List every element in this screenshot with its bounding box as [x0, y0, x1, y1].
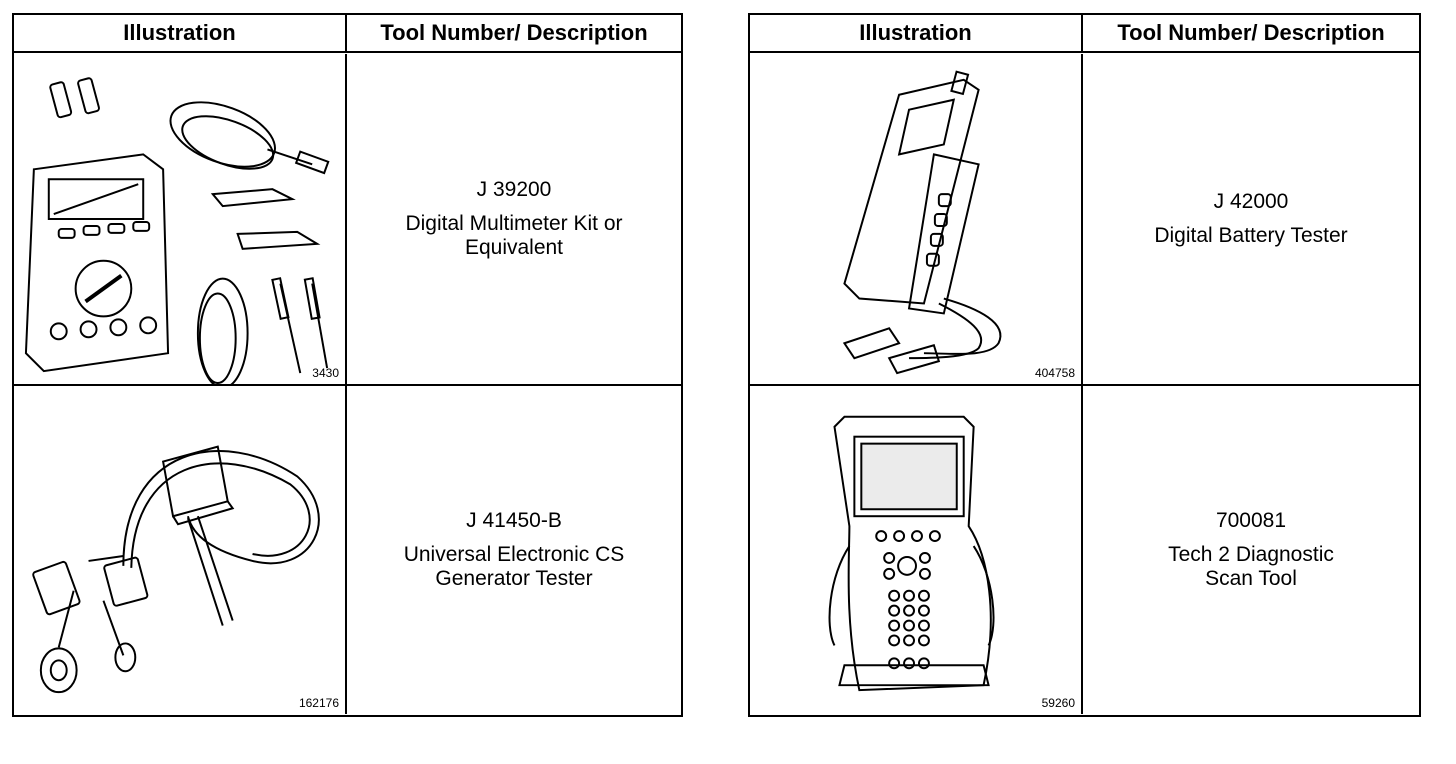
tool-description-line-1: Digital Battery Tester	[1154, 223, 1348, 247]
table-row: 162176 J 41450-B Universal Electronic CS…	[14, 386, 681, 714]
tool-description-line-1: Digital Multimeter Kit or	[405, 211, 623, 235]
battery-tester-illustration	[842, 69, 1002, 374]
description-cell: J 41450-B Universal Electronic CS Genera…	[347, 386, 681, 714]
header-description: Tool Number/ Description	[1117, 20, 1385, 45]
illustration-cell: 3430	[14, 53, 347, 384]
illustration-cell: 59260	[750, 386, 1083, 714]
description-cell: 700081 Tech 2 Diagnostic Scan Tool	[1083, 386, 1419, 714]
header-description: Tool Number/ Description	[380, 20, 648, 45]
figure-number: 59260	[1041, 696, 1075, 710]
table-header: Illustration Tool Number/ Description	[14, 15, 681, 53]
description-cell: J 39200 Digital Multimeter Kit or Equiva…	[347, 54, 681, 384]
table-row: 3430 J 39200 Digital Multimeter Kit or E…	[14, 53, 681, 386]
special-tools-table-left: Illustration Tool Number/ Description	[12, 13, 683, 717]
header-illustration: Illustration	[750, 15, 1083, 51]
tool-number: J 42000	[1213, 189, 1289, 213]
illustration-cell: 162176	[14, 386, 347, 714]
description-cell: J 42000 Digital Battery Tester	[1083, 54, 1419, 384]
tool-description-line-2: Generator Tester	[435, 567, 593, 590]
tool-number: 700081	[1215, 509, 1287, 532]
figure-number: 162176	[298, 696, 339, 710]
tool-description-line-2: Scan Tool	[1205, 567, 1297, 590]
figure-number: 3430	[312, 365, 339, 380]
illustration-cell: 404758	[750, 53, 1083, 384]
table-row: 59260 700081 Tech 2 Diagnostic Scan Tool	[750, 386, 1419, 714]
tool-number: J 41450-B	[466, 509, 562, 532]
tool-description-line-2: Equivalent	[464, 235, 564, 259]
special-tools-table-right: Illustration Tool Number/ Description	[748, 13, 1421, 717]
scan-tool-illustration	[828, 415, 995, 692]
header-illustration: Illustration	[14, 15, 347, 51]
multimeter-kit-illustration	[24, 76, 330, 384]
generator-tester-illustration	[32, 445, 320, 694]
table-header: Illustration Tool Number/ Description	[750, 15, 1419, 53]
figure-number: 404758	[1034, 365, 1075, 380]
tool-description-line-1: Universal Electronic CS	[403, 543, 625, 566]
table-row: 404758 J 42000 Digital Battery Tester	[750, 53, 1419, 386]
tool-number: J 39200	[476, 177, 552, 201]
tool-description-line-1: Tech 2 Diagnostic	[1168, 543, 1334, 566]
